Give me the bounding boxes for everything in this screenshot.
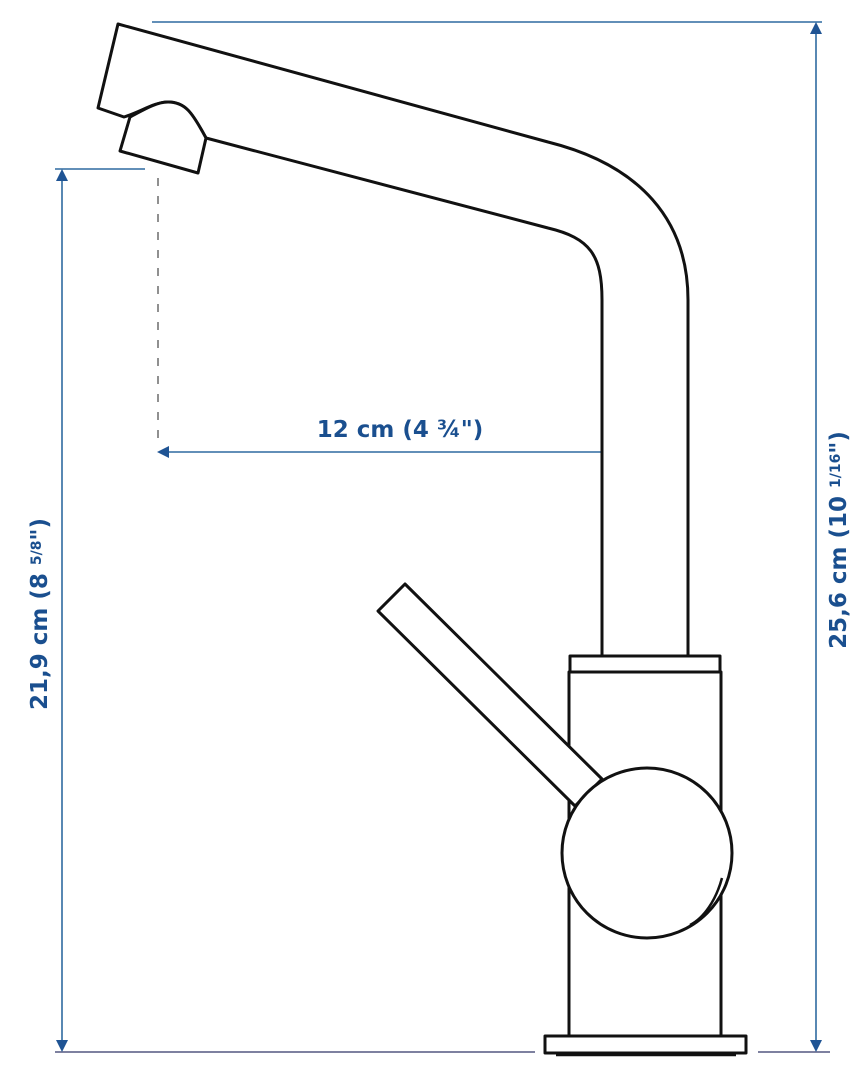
total-height-label: 25,6 cm (10 1/16") (826, 431, 852, 649)
arrow-down-icon (810, 1040, 822, 1052)
swivel-collar (568, 654, 722, 675)
arrow-up-icon (810, 22, 822, 34)
arrow-down-icon (56, 1040, 68, 1052)
spout-height-dimension (56, 169, 68, 1052)
reach-dimension (157, 446, 643, 458)
arrow-left-icon (157, 446, 169, 458)
reach-label: 12 cm (4 ¾") (317, 417, 483, 443)
spout-height-label: 21,9 cm (8 5/8") (27, 518, 53, 710)
base-plate (543, 1034, 748, 1055)
hub-edge-detail (689, 877, 724, 927)
handle-hub (560, 766, 734, 940)
arrow-up-icon (56, 169, 68, 181)
total-height-dimension (810, 22, 822, 1052)
aerator (118, 100, 208, 175)
